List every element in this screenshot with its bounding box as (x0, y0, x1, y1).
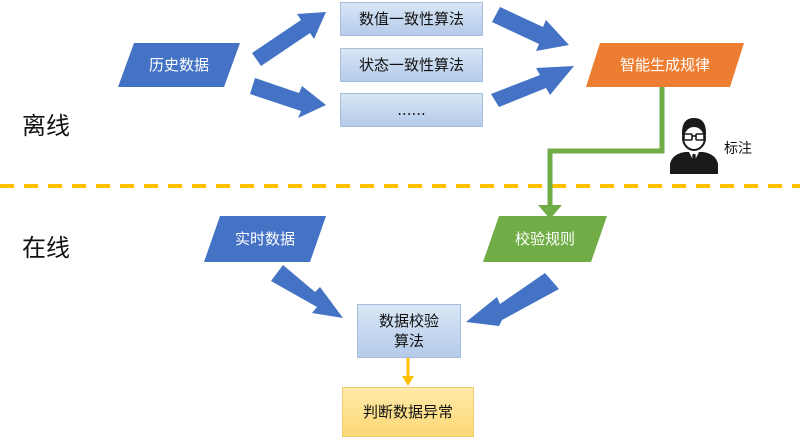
validation-rules-shape (483, 216, 607, 262)
arrow-realtime-to-validation (271, 265, 343, 318)
arrow-history-to-numeric (252, 12, 326, 66)
person-with-glasses-icon (670, 118, 718, 174)
state-consistency-label: 状态一致性算法 (358, 56, 464, 74)
numeric-consistency-algorithm-node: 数值一致性算法 (340, 2, 483, 36)
smart-rule-generation-node: 智能生成规律 (586, 43, 744, 87)
arrow-more-to-rules (491, 66, 574, 107)
arrow-numeric-to-rules (492, 7, 569, 51)
smart-rule-generation-shape (586, 43, 744, 87)
annotation-label: 标注 (724, 141, 752, 157)
validation-rules-label: 校验规则 (514, 230, 575, 248)
anomaly-judgement-node: 判断数据异常 (342, 387, 474, 437)
more-algorithms-label: ...... (397, 101, 426, 119)
anomaly-judgement-label: 判断数据异常 (362, 403, 453, 421)
data-validation-algorithm-node: 数据校验 算法 (357, 304, 461, 358)
green-connector-rules-to-validation (547, 87, 665, 207)
realtime-data-label: 实时数据 (234, 230, 295, 248)
online-section-label: 在线 (22, 234, 70, 262)
green-arrowhead (538, 205, 562, 219)
validation-rules-node: 校验规则 (483, 216, 607, 262)
data-validation-algorithm-label: 数据校验 算法 (378, 312, 439, 350)
history-data-node: 历史数据 (118, 43, 240, 87)
yellow-arrowhead (402, 376, 414, 386)
arrow-history-to-state (250, 78, 326, 118)
offline-section-label: 离线 (22, 112, 70, 140)
realtime-data-shape (204, 216, 326, 262)
realtime-data-node: 实时数据 (204, 216, 326, 262)
arrow-rules-to-validation (466, 273, 559, 326)
history-data-shape (118, 43, 240, 87)
state-consistency-algorithm-node: 状态一致性算法 (340, 48, 483, 82)
numeric-consistency-label: 数值一致性算法 (358, 10, 464, 28)
more-algorithms-node: ...... (340, 93, 483, 127)
history-data-label: 历史数据 (148, 56, 209, 74)
smart-rule-generation-label: 智能生成规律 (619, 56, 710, 74)
